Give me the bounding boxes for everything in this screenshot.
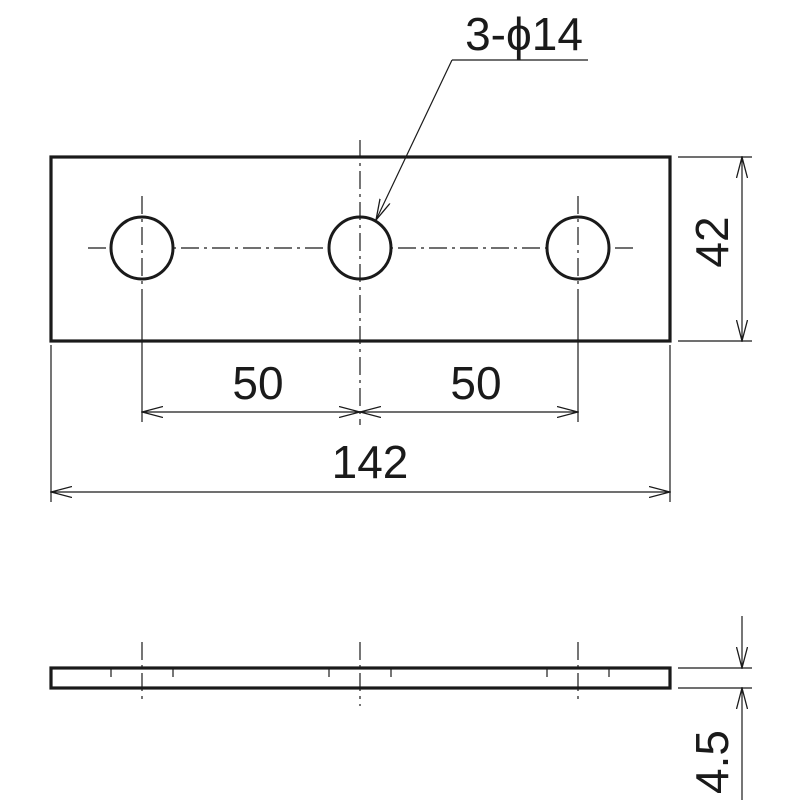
dimension-height-label: 42 — [686, 216, 738, 267]
top-view: 50 50 142 42 3-ϕ14 — [49, 8, 752, 502]
hole-left — [109, 215, 175, 281]
dimension-spacing-left-label: 50 — [232, 357, 283, 409]
dimension-spacing-right-label: 50 — [450, 357, 501, 409]
hole-right — [545, 215, 611, 281]
callout-hole-label: 3-ϕ14 — [465, 8, 583, 60]
dimension-thickness-label: 4.5 — [686, 730, 738, 794]
dimension-overall-length-label: 142 — [332, 436, 409, 488]
hole-edge-ticks — [110, 668, 610, 677]
callout-leader — [376, 59, 453, 220]
side-view: 4.5 — [49, 616, 752, 800]
